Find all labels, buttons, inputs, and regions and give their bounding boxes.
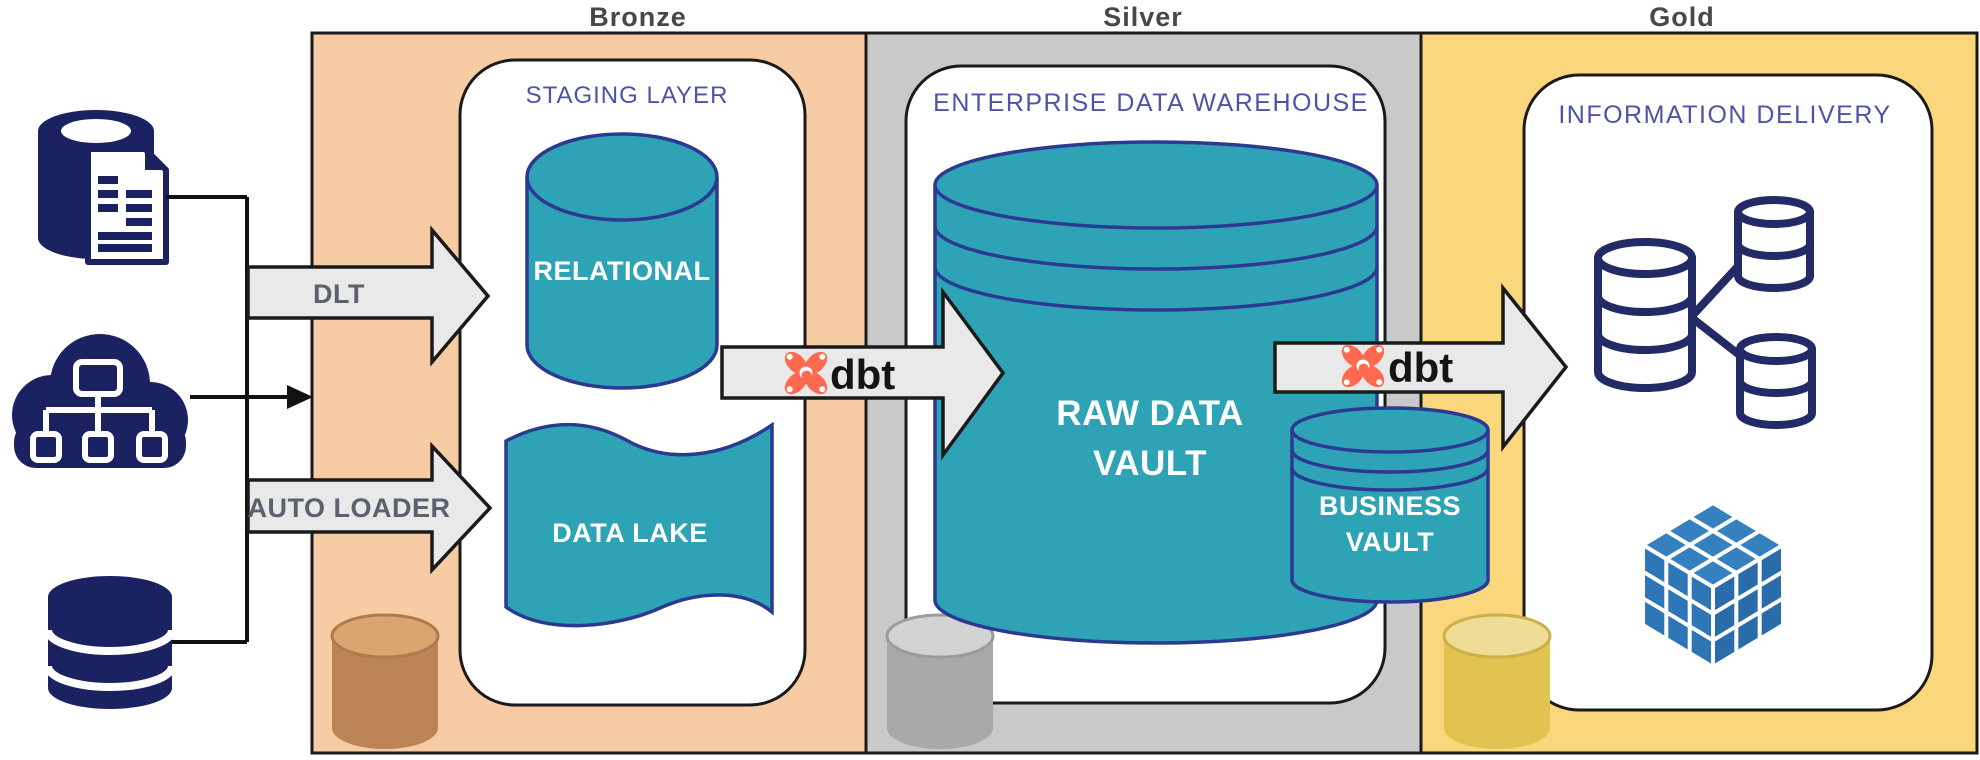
- data-lake-wave: DATA LAKE: [504, 421, 774, 628]
- data-lake-label: DATA LAKE: [552, 518, 707, 548]
- raw-data-vault-label-line2: VAULT: [1093, 444, 1207, 483]
- auto-loader-arrow: AUTO LOADER: [246, 441, 493, 575]
- staging-layer-label: STAGING LAYER: [526, 82, 729, 109]
- olap-cube-icon: [1641, 501, 1785, 669]
- bronze-cylinder-icon: [330, 613, 440, 749]
- business-vault-cylinder: BUSINESS VAULT: [1290, 406, 1490, 604]
- raw-data-vault-cylinder: RAW DATA VAULT: [933, 140, 1379, 645]
- enterprise-data-warehouse-label: ENTERPRISE DATA WAREHOUSE: [933, 89, 1369, 117]
- gold-cylinder-icon: [1442, 613, 1552, 749]
- cloud-connector-arrowhead-icon: [287, 385, 313, 409]
- bronze-header: Bronze: [589, 2, 687, 32]
- gold-header: Gold: [1649, 2, 1715, 32]
- database-icon: [44, 576, 176, 709]
- auto-loader-label: AUTO LOADER: [247, 493, 450, 523]
- dbt-label-1: dbt: [830, 351, 895, 398]
- silver-header: Silver: [1103, 2, 1183, 32]
- dbt-arrow-silver-gold: dbt: [1273, 282, 1569, 453]
- dbt-arrow-bronze-silver: dbt: [720, 286, 1006, 461]
- dbt-label-2: dbt: [1388, 344, 1453, 391]
- silver-cylinder-icon: [885, 613, 995, 749]
- business-vault-label-line2: VAULT: [1346, 527, 1434, 557]
- dlt-label: DLT: [313, 279, 365, 309]
- business-vault-label-line1: BUSINESS: [1319, 491, 1461, 521]
- database-with-document-icon: [38, 110, 169, 265]
- relational-cylinder: RELATIONAL: [525, 132, 719, 390]
- raw-data-vault-label-line1: RAW DATA: [1056, 394, 1243, 433]
- information-delivery-label: INFORMATION DELIVERY: [1558, 101, 1891, 129]
- relational-label: RELATIONAL: [534, 256, 711, 286]
- cloud-network-icon: [12, 334, 188, 468]
- dlt-arrow: DLT: [246, 225, 491, 367]
- data-marts-icon: [1594, 196, 1816, 429]
- document-text-bars: [98, 176, 152, 252]
- cloud-hierarchy-tree: [30, 359, 168, 463]
